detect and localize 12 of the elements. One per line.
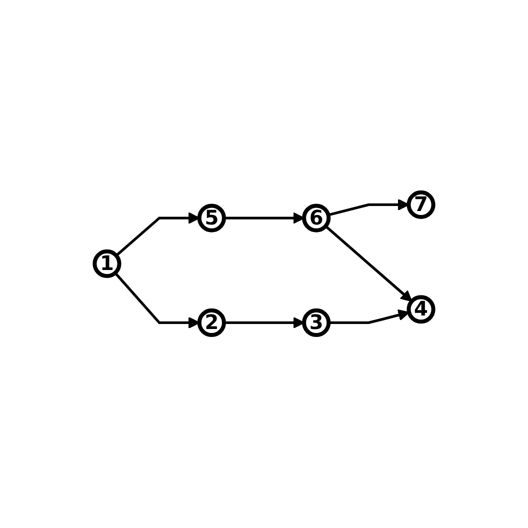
arrow bbox=[115, 212, 200, 257]
node-circle: 4 bbox=[406, 295, 436, 324]
node-circle: 1 bbox=[92, 250, 122, 278]
arrow bbox=[114, 272, 200, 329]
node-circle: 6 bbox=[302, 204, 331, 233]
node-circle: 2 bbox=[197, 308, 226, 338]
arrow bbox=[328, 199, 410, 217]
arrow bbox=[324, 225, 412, 302]
arrow bbox=[328, 310, 410, 324]
node-circle: 5 bbox=[197, 204, 226, 233]
node-circle: 3 bbox=[302, 308, 331, 338]
node-circle: 7 bbox=[406, 190, 436, 220]
